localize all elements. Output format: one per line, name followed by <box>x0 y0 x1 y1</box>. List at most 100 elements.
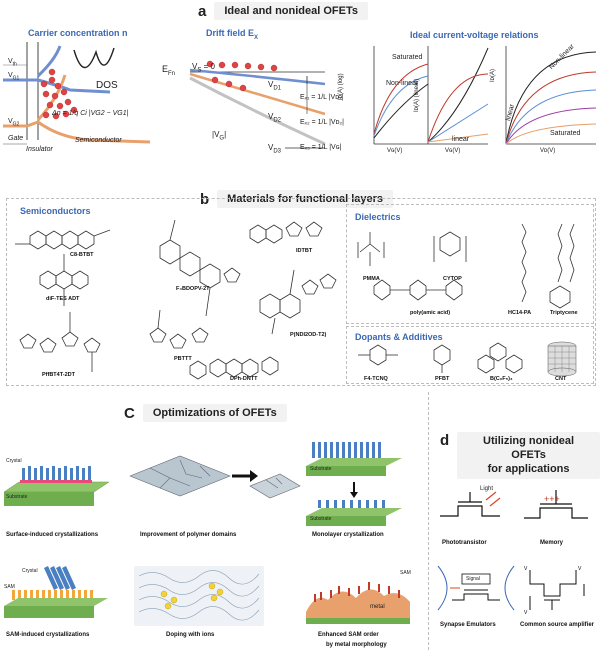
monolayer-crystallization-illustration <box>306 442 402 526</box>
iv2-xlabel: Vɢ(V) <box>445 148 461 154</box>
iv3-xlabel: Vᴅ(V) <box>540 148 556 154</box>
semiconductor-label: Semiconductor <box>75 137 122 144</box>
polymer-domains-illustration <box>129 455 301 499</box>
vth-label: Vth <box>8 58 17 68</box>
drift-field-title: Drift field EX <box>206 28 259 41</box>
drift-field-diagram <box>189 60 326 149</box>
iv1-linear: linear <box>452 136 470 143</box>
dielectrics-box <box>346 204 594 324</box>
caption-monolayer: Monolayer crystallization <box>312 532 384 538</box>
dielectric-structures <box>357 223 575 309</box>
caption-surface-induced: Surface-induced crystallizations <box>6 532 99 538</box>
iv3-saturated: Saturated <box>550 130 581 137</box>
caption-sam-induced: SAM-induced crystallizations <box>6 632 90 638</box>
common-source-amplifier-symbol: V V V <box>524 566 585 616</box>
caption-synapse: Synapse Emulators <box>440 622 496 628</box>
doping-ions-illustration <box>134 566 264 626</box>
iv-relations-title: Ideal current-voltage relations <box>410 30 539 40</box>
mol-pmma: PMMA <box>363 276 380 282</box>
vg2-label: VG2 <box>8 118 20 128</box>
mol-pfbt: PFBT <box>435 376 450 382</box>
caption-amplifier: Common source amplifier <box>520 622 595 628</box>
crystal-label-1: Crystal <box>6 458 22 464</box>
caption-enhanced-sam-1: Enhanced SAM order <box>318 632 379 638</box>
surface-crystallization-illustration <box>3 466 110 506</box>
iv1-nonlinear: Non-linear <box>386 80 419 87</box>
ex2-equation: Eₓ₂ = 1/L |Vᴅ₂| <box>300 119 344 126</box>
vd2-label: VD2 <box>268 112 282 124</box>
insulator-label: Insulator <box>26 146 53 153</box>
panel-b-letter: b <box>200 190 210 208</box>
vd1-label: VD1 <box>268 80 282 92</box>
mol-idtbt: IDTBT <box>296 248 313 254</box>
caption-phototransistor: Phototransistor <box>442 540 487 546</box>
mol-cnt: CNT <box>555 376 567 382</box>
vd3-label: VD3 <box>268 143 282 155</box>
mol-poly-amic-acid: poly(amic acid) <box>410 310 451 316</box>
delta-n-equation: Δn = 1/q Ci |VG2 − VG1| <box>52 110 129 117</box>
mol-c8-btbt: C8-BTBT <box>70 252 94 258</box>
gate-label: Gate <box>8 135 24 142</box>
substrate-label-1: Substrate <box>6 494 28 500</box>
dielectrics-heading: Dielectrics <box>355 212 401 222</box>
caption-memory: Memory <box>540 540 564 546</box>
mol-dph-dntt: DPh-DNTT <box>230 376 258 382</box>
signal-label: Signal <box>466 576 480 582</box>
semiconductors-heading: Semiconductors <box>20 206 91 216</box>
carrier-concentration-diagram <box>3 42 151 145</box>
vs-label: VS = 0 <box>192 62 215 74</box>
panel-c-title: Optimizations of OFETs <box>142 404 287 422</box>
sam-label-2: SAM <box>400 570 411 576</box>
dos-label: DOS <box>96 80 118 91</box>
synapse-emulator-symbol <box>437 565 515 611</box>
panel-d-separator <box>428 392 429 650</box>
vg1-label: VG1 <box>8 72 20 82</box>
caption-doping-ions: Doping with ions <box>166 632 215 638</box>
substrate-label-mono-2: Substrate <box>310 516 332 522</box>
panel-b-title: Materials for functional layers <box>217 190 394 208</box>
mol-b-c6f5-3: B(C₆F₅)₃ <box>490 376 513 382</box>
dopants-heading: Dopants & Additives <box>355 332 443 342</box>
svg-text:V: V <box>524 610 528 616</box>
mol-f4bdopv-2t: F₄BDOPV-2T <box>176 286 210 292</box>
iv1-ylabel: Iᴅ(A) (log) <box>338 73 344 100</box>
panel-d-letter: d <box>440 432 450 449</box>
panel-a-letter: a <box>198 2 207 20</box>
sam-label-1: SAM <box>4 584 15 590</box>
carrier-concentration-title: Carrier concentration n <box>28 28 128 38</box>
ex1-equation: Eₓ₁ = 1/L |Vᴅ₁| <box>300 94 344 101</box>
iv3-ylabel: Iᴅ(A) <box>490 69 496 82</box>
panel-c-letter: C <box>124 404 135 422</box>
ex3-equation: Eₓ₃ = 1/L |Vɢ| <box>300 144 342 151</box>
panel-c-header: C Optimizations of OFETs <box>124 404 287 422</box>
panel-b-header: b Materials for functional layers <box>200 190 394 208</box>
efn-label: EFn <box>162 64 176 77</box>
iv1-xlabel: Vɢ(V) <box>387 148 403 154</box>
svg-text:+++: +++ <box>544 494 560 504</box>
panel-b-box <box>6 198 596 386</box>
crystal-label-2: Crystal <box>22 568 38 574</box>
caption-polymer-domains: Improvement of polymer domains <box>140 532 237 538</box>
sam-metal-illustration <box>306 582 410 624</box>
mol-dif-tes-adt: diF-TES ADT <box>46 296 80 302</box>
panel-a-header: a Ideal and nonideal OFETs <box>198 2 368 20</box>
mol-triptycene: Triptycene <box>550 310 578 316</box>
svg-text:V: V <box>578 566 582 572</box>
iv1-saturated: Saturated <box>392 54 423 61</box>
panel-d-header: d Utilizing nonideal OFETs for applicati… <box>440 432 600 480</box>
iv-output-plot <box>505 46 597 145</box>
caption-enhanced-sam-2: by metal morphology <box>326 642 387 648</box>
phototransistor-symbol <box>440 491 501 517</box>
panel-d-title-1: Utilizing nonideal OFETs <box>483 435 575 461</box>
iv2-ylabel: Iᴅ(A) (linear) <box>414 78 420 112</box>
semiconductor-structures <box>15 219 337 380</box>
metal-label: metal <box>370 604 385 610</box>
mol-pffbt4t-2dt: PffBT4T-2DT <box>42 372 75 378</box>
mol-f4-tcnq: F4-TCNQ <box>364 376 388 382</box>
mol-cytop: CYTOP <box>443 276 462 282</box>
iv-transfer-plot <box>373 46 489 145</box>
svg-text:V: V <box>524 566 528 572</box>
vg-abs-label: |VG| <box>212 130 227 142</box>
dopant-structures <box>358 341 577 377</box>
dopants-box <box>346 326 594 384</box>
